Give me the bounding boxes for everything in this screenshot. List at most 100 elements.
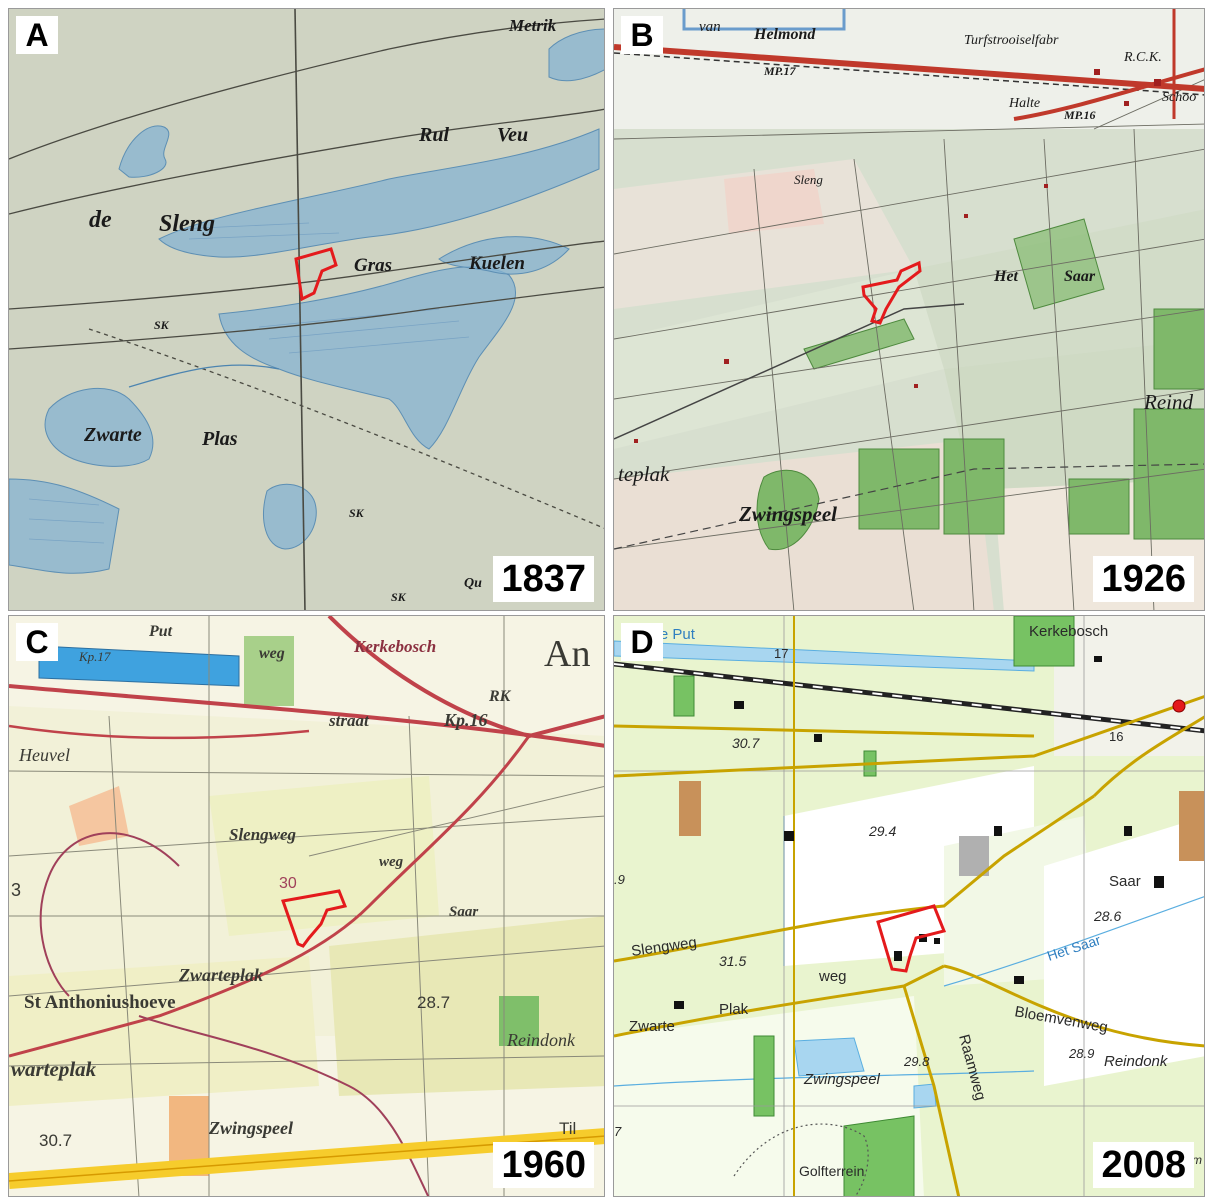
- road-main: [9, 240, 604, 310]
- panel-year: 2008: [1093, 1142, 1194, 1188]
- map-label: Zwarteplak: [178, 965, 263, 985]
- church-marker: [1172, 699, 1186, 713]
- stream-het-saar: [943, 896, 1204, 987]
- map-label: 7: [614, 1124, 622, 1139]
- map-label: warteplak: [11, 1057, 97, 1081]
- map-label: Zwarte: [83, 424, 142, 446]
- map-label: weg: [818, 968, 847, 985]
- road-raamweg: [902, 985, 961, 1196]
- road-zwarte-plak: [614, 964, 945, 1038]
- map-label: 29.8: [903, 1054, 930, 1069]
- map-label: Saar: [449, 904, 478, 920]
- study-area-outline: [876, 904, 947, 973]
- map-panel-1926: van Helmond Turfstrooiselfabr R.C.K. MP.…: [613, 8, 1205, 611]
- canal-water: [38, 645, 240, 687]
- map-label: Slengweg: [229, 825, 297, 844]
- map-label: Kerkebosch: [1029, 623, 1108, 640]
- map-label: 16: [1109, 729, 1123, 744]
- map-label: Zwingspeel: [738, 502, 837, 526]
- map-label: van: [699, 19, 721, 35]
- map-panel-1960: Put weg Kerkebosch An Kp.17 RK straat Kp…: [8, 615, 605, 1197]
- map-label: Reindonk: [1104, 1053, 1169, 1070]
- map-label: Put: [148, 623, 173, 640]
- map-label: Til: [559, 1119, 576, 1138]
- map-label: Zwarte: [629, 1018, 675, 1035]
- map-label: R.C.K.: [1123, 50, 1162, 65]
- map-label: St Anthoniushoeve: [24, 992, 176, 1013]
- map-label: 28.6: [1093, 908, 1121, 924]
- map-label: Het: [993, 268, 1019, 285]
- map-label: 29.4: [868, 823, 896, 839]
- map-label: 30.7: [39, 1131, 72, 1150]
- road-south: [9, 286, 604, 350]
- map-label: Schoo: [1162, 90, 1196, 105]
- pond-north: [118, 125, 170, 178]
- map-label: SK: [154, 318, 170, 332]
- map-label: MP.17: [763, 64, 796, 78]
- map-label: Veu: [497, 124, 528, 146]
- map-label: MP.16: [1063, 108, 1095, 122]
- stream-northeast: [548, 28, 604, 82]
- canal: [682, 9, 846, 31]
- map-label: Rul: [418, 124, 449, 146]
- railway: [614, 44, 1204, 92]
- road-north-east: [1013, 67, 1204, 121]
- map-label: Kp.17: [78, 649, 111, 664]
- road-bloemvenweg: [943, 964, 1204, 1048]
- panel-letter: C: [16, 623, 58, 661]
- map-label: Kuelen: [468, 253, 525, 274]
- grid-line-vertical: [294, 9, 306, 610]
- brook: [128, 364, 280, 388]
- map-label: Saar: [1109, 873, 1141, 890]
- contour-30: [39, 832, 180, 997]
- map-label: Metrik: [508, 16, 557, 35]
- study-area-outline: [294, 247, 338, 302]
- map-label: Heuvel: [18, 745, 70, 765]
- map-label: Qu: [464, 576, 482, 591]
- map-label: 17: [774, 646, 788, 661]
- map-label: de: [89, 207, 112, 233]
- map-label: Plas: [201, 428, 238, 450]
- road-north: [9, 18, 604, 160]
- panel-letter: B: [621, 16, 663, 54]
- map-panel-1837: Metrik Rul Veu de Sleng Gras Kuelen SK Z…: [8, 8, 605, 611]
- map-label: RK: [488, 688, 512, 705]
- study-area-outline: [861, 260, 922, 325]
- map-label: 3: [11, 880, 21, 900]
- map-label: SK: [391, 590, 407, 604]
- map-label: Sleng: [794, 172, 823, 187]
- map-label: SK: [349, 506, 365, 520]
- railway: [614, 661, 1204, 734]
- map-label: Gras: [354, 255, 392, 276]
- map-label: straat: [328, 711, 370, 730]
- map-label: Halte: [1008, 96, 1040, 111]
- map-label: Kp.16: [443, 710, 488, 730]
- woodland-golf: [843, 1115, 915, 1196]
- pond-zwarte-plas: [44, 387, 154, 467]
- map-label: Turfstrooiselfabr: [964, 33, 1059, 48]
- road-diagonal: [9, 735, 531, 1058]
- panel-year: 1960: [493, 1142, 594, 1188]
- map-label: Zwingspeel: [803, 1071, 881, 1088]
- panel-year: 1837: [493, 556, 594, 602]
- map-panel-2008: De Put 17 Kerkebosch 16 30.7 29.4 .9 Saa…: [613, 615, 1205, 1197]
- historic-map-1926: van Helmond Turfstrooiselfabr R.C.K. MP.…: [614, 9, 1204, 610]
- study-area-outline: [281, 889, 348, 948]
- map-label: Reindonk: [506, 1030, 576, 1050]
- map-label: Reind: [1143, 390, 1193, 414]
- map-label: weg: [259, 645, 285, 662]
- marsh-east: [438, 236, 570, 275]
- map-label: Zwingspeel: [208, 1118, 293, 1138]
- map-label: Helmond: [753, 26, 816, 43]
- map-label: .9: [614, 872, 625, 887]
- map-label: 28.9: [1068, 1046, 1094, 1061]
- pond: [793, 1037, 865, 1077]
- historic-map-1837: Metrik Rul Veu de Sleng Gras Kuelen SK Z…: [9, 9, 604, 610]
- map-label: 30: [279, 875, 297, 892]
- map-label: 31.5: [719, 953, 746, 969]
- map-label: An: [544, 633, 590, 675]
- map-label: teplak: [618, 462, 670, 486]
- marsh-gras-kuelen: [218, 266, 516, 450]
- marsh-west: [9, 478, 120, 574]
